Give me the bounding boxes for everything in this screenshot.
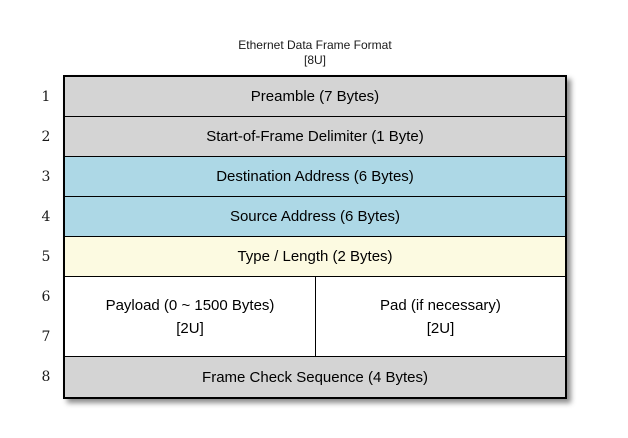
field-row-payload-pad: Payload (0 ~ 1500 Bytes) [2U] Pad (if ne… (65, 277, 565, 357)
row-number-column: 1 2 3 4 5 6 7 8 (34, 77, 58, 397)
row-number-2: 2 (41, 129, 51, 145)
diagram-title: Ethernet Data Frame Format (238, 38, 392, 52)
field-label-payload: Payload (0 ~ 1500 Bytes) (105, 296, 275, 314)
field-row-destination-address: Destination Address (6 Bytes) (65, 157, 565, 197)
row-number-6: 6 (41, 289, 51, 305)
field-label-destination-address: Destination Address (6 Bytes) (216, 168, 414, 185)
field-row-preamble: Preamble (7 Bytes) (65, 77, 565, 117)
diagram-title-block: Ethernet Data Frame Format [8U] (63, 38, 567, 68)
field-label-start-of-frame-delimiter: Start-of-Frame Delimiter (1 Byte) (206, 128, 424, 145)
field-row-type-length: Type / Length (2 Bytes) (65, 237, 565, 277)
field-label-type-length: Type / Length (2 Bytes) (237, 248, 393, 265)
field-row-source-address: Source Address (6 Bytes) (65, 197, 565, 237)
field-row-start-of-frame-delimiter: Start-of-Frame Delimiter (1 Byte) (65, 117, 565, 157)
field-label-frame-check-sequence: Frame Check Sequence (4 Bytes) (202, 368, 428, 386)
row-number-5: 5 (41, 249, 51, 265)
row-number-7: 7 (41, 329, 51, 345)
field-label-pad: Pad (if necessary) (380, 296, 501, 314)
field-label-preamble: Preamble (7 Bytes) (250, 88, 380, 105)
diagram-subtitle: [8U] (303, 53, 326, 67)
field-label-payload-units: [2U] (176, 319, 204, 337)
row-number-4: 4 (41, 209, 51, 225)
field-cell-payload: Payload (0 ~ 1500 Bytes) [2U] (65, 277, 315, 356)
row-number-3: 3 (41, 169, 51, 185)
field-cell-pad: Pad (if necessary) [2U] (315, 277, 565, 356)
row-number-8: 8 (41, 369, 51, 385)
field-label-pad-units: [2U] (426, 319, 455, 337)
row-number-1: 1 (41, 89, 51, 105)
field-row-frame-check-sequence: Frame Check Sequence (4 Bytes) (65, 357, 565, 397)
frame-table: Preamble (7 Bytes) Start-of-Frame Delimi… (63, 75, 567, 399)
field-label-source-address: Source Address (6 Bytes) (229, 208, 401, 225)
